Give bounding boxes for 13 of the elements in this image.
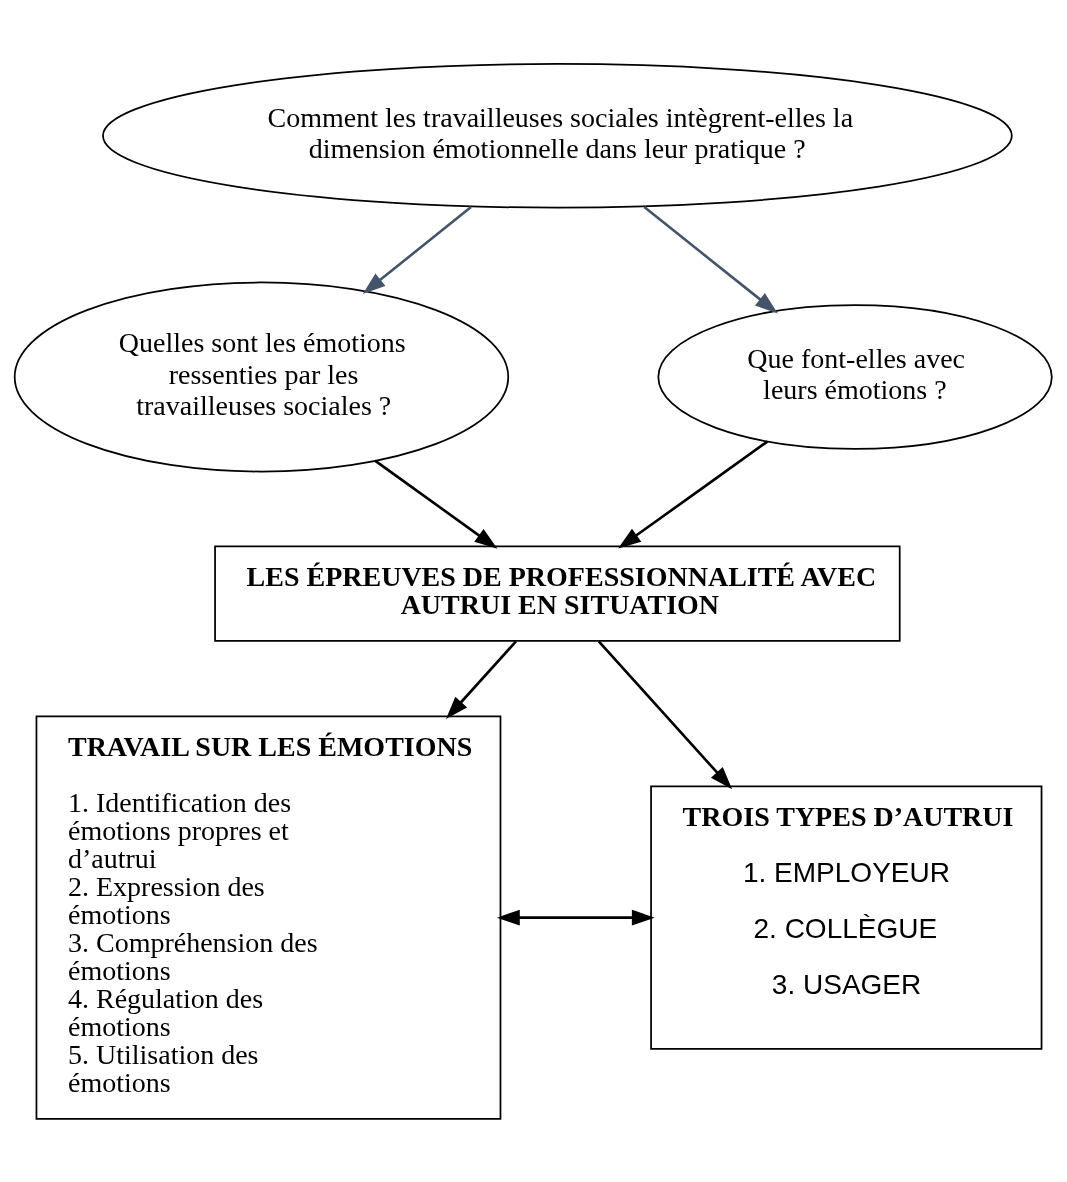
arrow [597, 639, 733, 789]
arrow [446, 639, 517, 719]
node-ellipse: Que font-elles avec leurs émotions ? [657, 303, 1053, 450]
node-ellipse: Quelles sont les émotions ressenties par les travailleuses sociales ? [13, 281, 510, 472]
arrow [643, 205, 778, 314]
node-ellipse: Comment les travailleuses sociales intègrent-elles la dimension émotionnelle dans leur pratique ? [102, 62, 1013, 208]
node-box: TRAVAIL SUR LES ÉMOTIONS 1. Identification des émotions propres et d’autrui 2. Expression des émotions 3. Compréhension des émotions 4. Régulation des émotions 5. Utilisation des émotions [35, 714, 502, 1120]
node-box: LES ÉPREUVES DE PROFESSIONNALITÉ AVEC AUTRUI EN SITUATION [214, 545, 901, 642]
arrow [497, 909, 655, 926]
node-box: TROIS TYPES D’AUTRUI 1. EMPLOYEUR 2. COLLÈGUE 3. USAGER [650, 784, 1043, 1050]
arrow [362, 205, 472, 294]
arrow [374, 459, 498, 549]
arrow [618, 440, 769, 548]
